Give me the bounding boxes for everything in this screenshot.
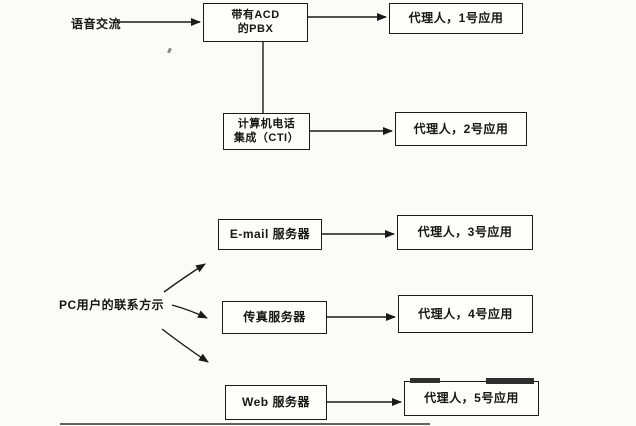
node-web-server-label: Web 服务器 [242, 395, 310, 409]
node-pbx-acd-line1: 带有ACD [231, 8, 280, 21]
scan-smudge [410, 378, 440, 383]
node-agent3: 代理人，3号应用 [397, 215, 533, 250]
node-agent5-label: 代理人，5号应用 [424, 391, 519, 405]
node-fax-server: 传真服务器 [222, 301, 327, 334]
node-pbx-acd-line2: 的PBX [237, 22, 274, 35]
scan-edge-line [60, 423, 430, 425]
node-cti-line2: 集成（CTI） [233, 131, 300, 144]
node-agent5: 代理人，5号应用 [404, 381, 539, 416]
node-web-server: Web 服务器 [225, 385, 327, 420]
node-agent1: 代理人，1号应用 [389, 3, 523, 34]
node-fax-server-label: 传真服务器 [243, 310, 306, 324]
pc-source-label: PC用户的联系方示 [59, 298, 165, 312]
arrow-pc-to-web [161, 328, 209, 363]
node-email-server: E-mail 服务器 [218, 219, 322, 250]
arrow-pc-to-email [163, 263, 206, 293]
node-agent2: 代理人，2号应用 [395, 112, 527, 146]
scan-smudge [486, 378, 534, 384]
node-agent4-label: 代理人，4号应用 [418, 306, 513, 321]
node-cti: 计算机电话 集成（CTI） [223, 113, 310, 150]
node-agent3-label: 代理人，3号应用 [417, 225, 513, 239]
node-email-server-label: E-mail 服务器 [229, 227, 311, 241]
node-cti-line1: 计算机电话 [237, 117, 296, 130]
node-agent1-label: 代理人，1号应用 [408, 11, 504, 25]
node-agent2-label: 代理人，2号应用 [413, 121, 509, 136]
node-agent4: 代理人，4号应用 [398, 295, 533, 333]
arrow-pc-to-fax [171, 304, 208, 319]
node-pbx-acd: 带有ACD 的PBX [203, 3, 308, 42]
scan-speck [167, 47, 172, 54]
voice-source-label: 语音交流 [71, 17, 122, 31]
